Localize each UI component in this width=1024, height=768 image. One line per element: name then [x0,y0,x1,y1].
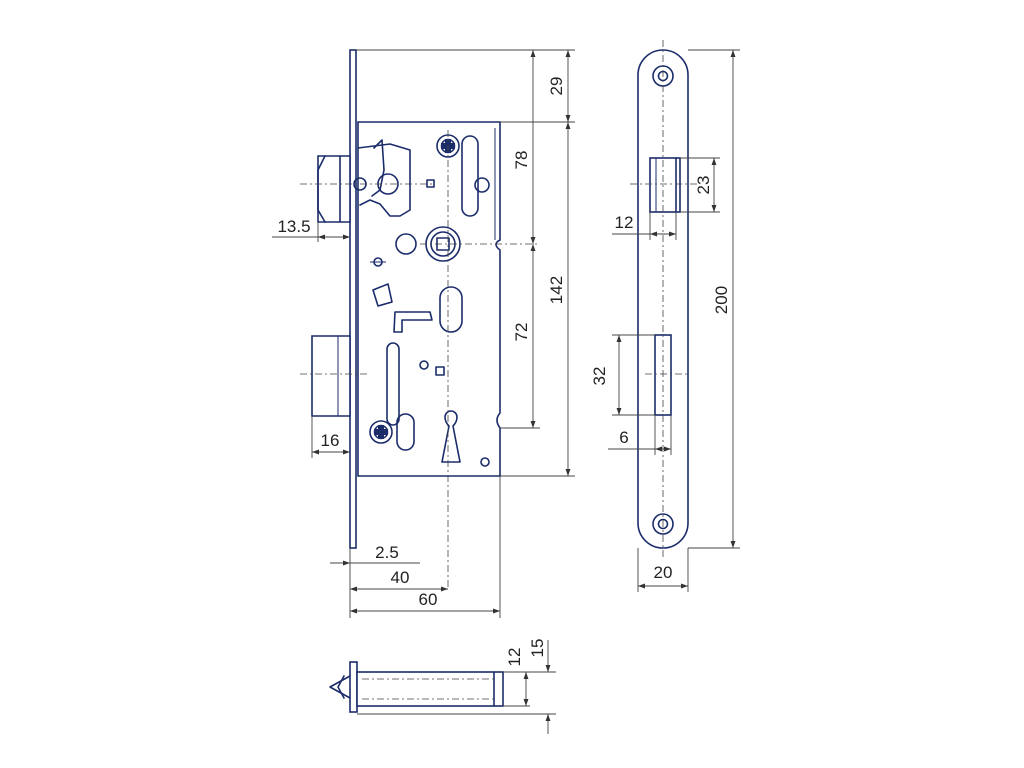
deadbolt [311,335,351,417]
faceplate-dimensions: 200 23 12 32 6 20 [590,49,740,592]
latch-bolt [317,139,435,223]
dim-top-offset: 29 [547,77,566,96]
dim-centre-distance: 72 [512,323,531,342]
dim-latch-projection: 13.5 [277,217,310,236]
side-view [300,49,540,590]
dim-plate-thickness: 2.5 [375,543,399,562]
dim-latch-height: 23 [694,176,713,195]
dim-bolt-height: 32 [590,367,609,386]
dim-body-width: 60 [419,590,438,609]
dim-bolt-depth-15: 15 [528,639,547,658]
cross-screw-icon-lower [369,420,393,444]
dim-spindle-from-top: 78 [512,151,531,170]
forend-plate [349,49,357,549]
keyhole-icon [441,410,461,463]
lever-mechanism [370,257,463,426]
dim-faceplate-height: 200 [712,286,731,314]
dim-deadbolt-projection: 16 [321,431,340,450]
dim-latch-width: 12 [615,213,634,232]
dim-body-height: 142 [547,276,566,304]
dim-bolt-depth-12: 12 [505,648,524,667]
dim-faceplate-width: 20 [654,563,673,582]
side-view-dimensions: 29 78 72 142 13.5 16 2.5 40 60 [272,49,575,618]
dim-backset: 40 [391,568,410,587]
faceplate-view [630,40,700,560]
lower-fixing [369,410,490,467]
lock-case [357,121,501,477]
dim-bolt-width: 6 [619,428,628,447]
top-view: 12 15 [329,639,556,734]
